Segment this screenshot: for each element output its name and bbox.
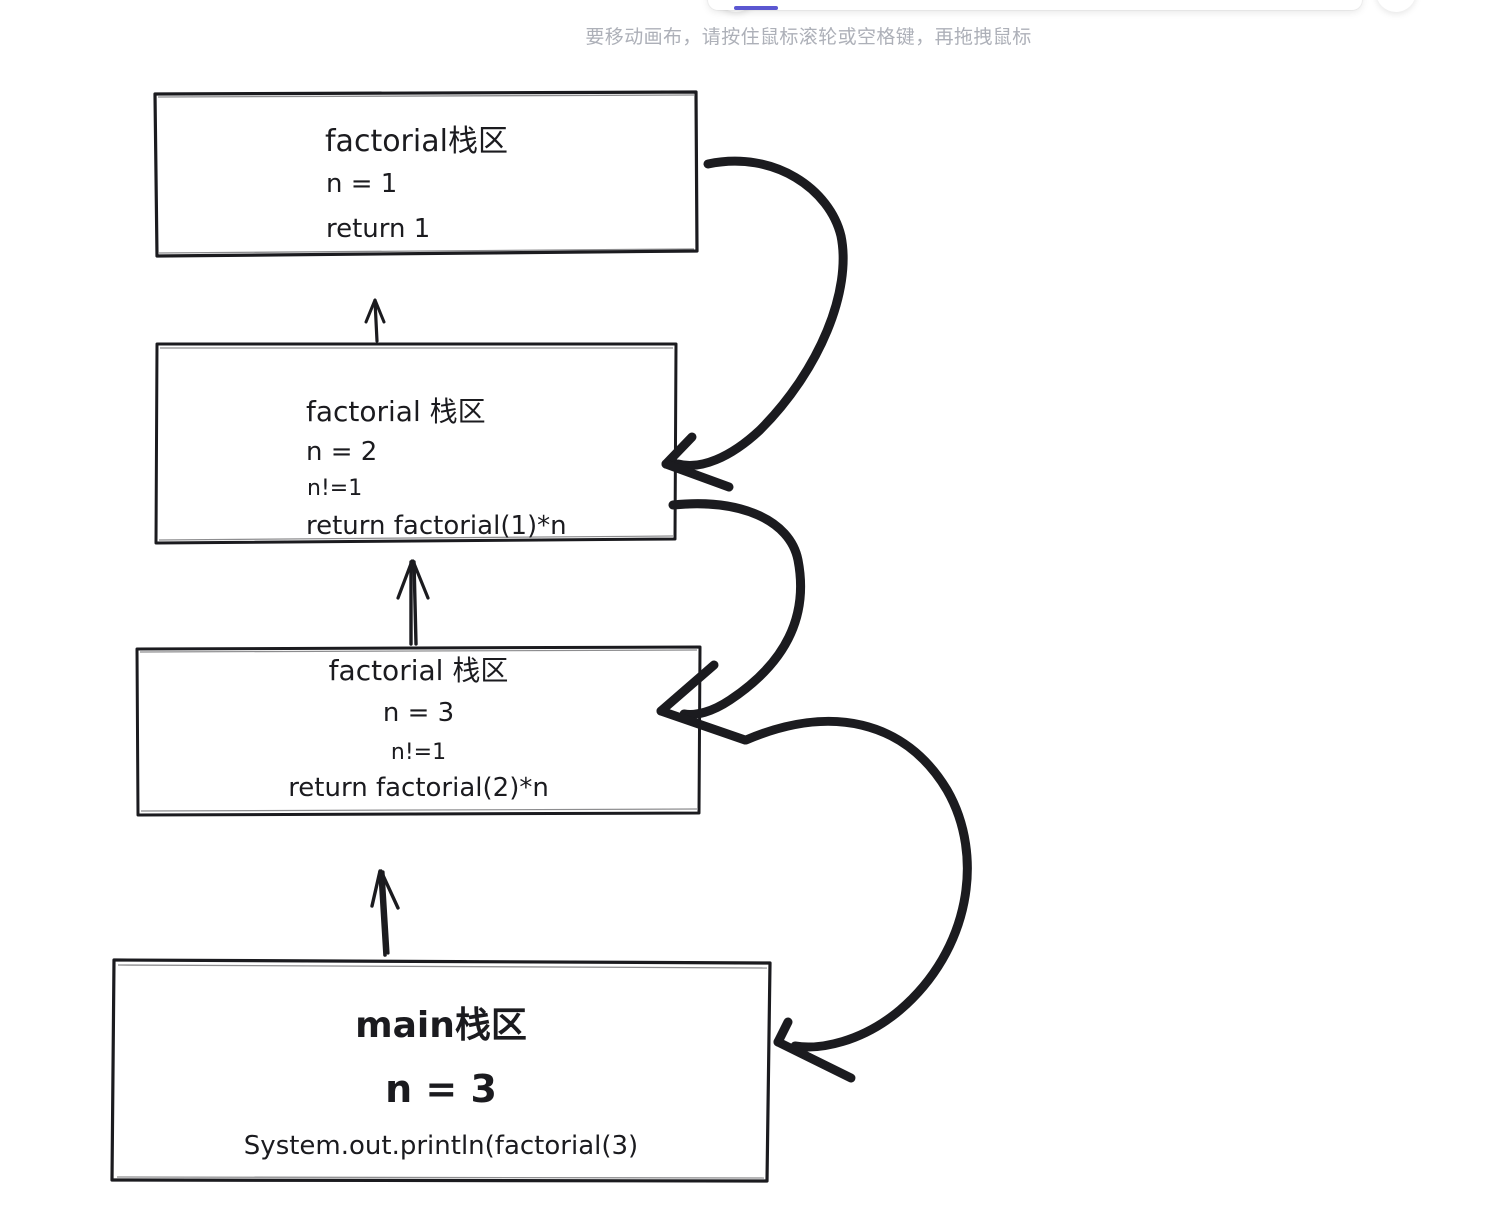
stack-frame-line: n = 2 xyxy=(306,437,378,467)
arrow-return-n3-to-main xyxy=(741,717,972,1083)
arrow-call-main-to-n3 xyxy=(370,869,400,957)
stack-frame-line: n = 3 xyxy=(385,1067,497,1111)
stack-frame-line: n!=1 xyxy=(307,476,363,501)
stack-frame-outline xyxy=(135,645,702,817)
tool-palette[interactable] xyxy=(708,0,1362,10)
active-tool-indicator xyxy=(734,6,778,10)
stack-frame-line: main栈区 xyxy=(355,1005,527,1046)
stack-frame-line: factorial 栈区 xyxy=(328,654,509,687)
stack-frame-line: System.out.println(factorial(3) xyxy=(243,1131,639,1161)
stack-frame-line: n = 1 xyxy=(326,169,398,199)
stack-frame-line: factorial 栈区 xyxy=(306,395,486,428)
stack-frame-factorial-n1[interactable]: factorial栈区 n = 1 return 1 xyxy=(153,90,699,258)
arrow-call-n2-to-n1 xyxy=(364,298,386,343)
stack-frame-line: return factorial(1)*n xyxy=(306,511,567,541)
stack-frame-main[interactable]: main栈区 n = 3 System.out.println(factoria… xyxy=(110,958,772,1184)
stack-frame-outline xyxy=(153,90,699,258)
arrow-call-n3-to-n2 xyxy=(396,559,430,646)
library-icon-button[interactable] xyxy=(1376,0,1416,12)
stack-frame-line: return factorial(2)*n xyxy=(288,773,549,803)
canvas-pan-hint-text: 要移动画布，请按住鼠标滚轮或空格键，再拖拽鼠标 xyxy=(585,27,1032,48)
canvas-pan-hint: 要移动画布，请按住鼠标滚轮或空格键，再拖拽鼠标 xyxy=(0,22,1493,49)
stack-frame-line: n!=1 xyxy=(390,740,447,765)
stack-frame-outline xyxy=(110,958,772,1183)
stack-frame-line: return 1 xyxy=(326,214,431,244)
stack-frame-factorial-n2[interactable]: factorial 栈区 n = 2 n!=1 return factorial… xyxy=(154,342,678,545)
stack-frame-line: n = 3 xyxy=(382,698,455,728)
stack-frame-factorial-n3[interactable]: factorial 栈区 n = 3 n!=1 return factorial… xyxy=(135,645,702,817)
stack-frame-line: factorial栈区 xyxy=(325,124,508,159)
